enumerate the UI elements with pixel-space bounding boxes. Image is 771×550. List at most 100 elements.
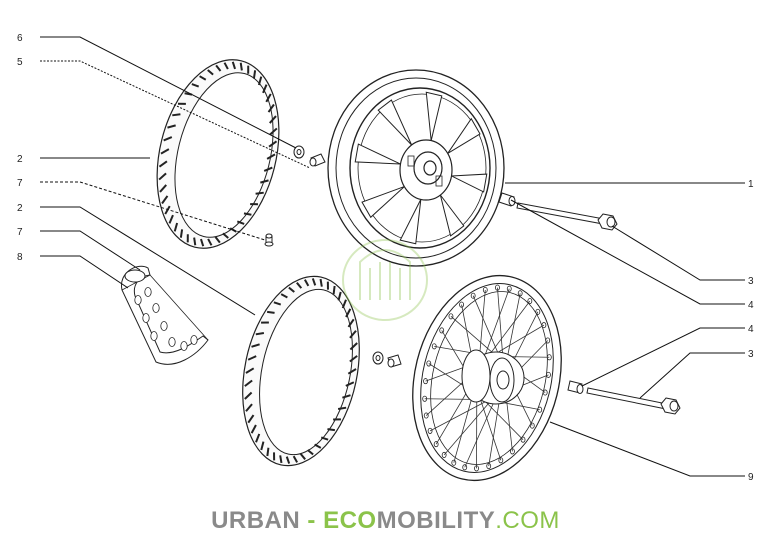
- tread-mark: [255, 331, 265, 336]
- band-hole: [190, 335, 198, 345]
- upper-tire: [156, 59, 280, 249]
- tread-mark: [265, 93, 272, 103]
- tread-mark: [164, 205, 171, 215]
- tread-mark: [268, 140, 278, 148]
- tread-mark: [320, 436, 329, 441]
- tread-mark: [257, 76, 263, 86]
- band-hole: [134, 295, 142, 305]
- tread-mark: [341, 299, 347, 309]
- band-hole: [144, 287, 152, 297]
- tread-mark: [349, 330, 357, 339]
- tread-mark: [215, 64, 222, 72]
- tread-mark: [223, 62, 229, 70]
- tread-mark: [163, 136, 173, 142]
- tread-mark: [179, 229, 184, 238]
- tread-mark: [158, 160, 168, 168]
- watermark-mobility: MOBILITY: [376, 507, 496, 534]
- wire-spoke: [429, 401, 486, 432]
- tread-mark: [255, 433, 261, 443]
- tread-mark: [292, 455, 299, 463]
- tread-mark: [245, 367, 255, 374]
- tread-mark: [345, 381, 355, 387]
- lower-axle-part-3: [586, 387, 681, 415]
- cast-spoke: [399, 199, 422, 245]
- lower-spacer: [387, 354, 402, 368]
- tread-mark: [285, 456, 291, 464]
- tread-mark: [250, 424, 257, 434]
- watermark-dash: -: [307, 507, 316, 534]
- callout-8: 8: [17, 252, 23, 263]
- spacer-part-5: [309, 153, 326, 167]
- tread-mark: [337, 406, 347, 411]
- tread-mark: [263, 166, 273, 172]
- tread-mark: [260, 179, 269, 184]
- tread-mark: [314, 443, 322, 449]
- tread-mark: [247, 414, 255, 424]
- tread-mark: [273, 301, 282, 306]
- tread-mark: [269, 115, 277, 124]
- tread-mark: [327, 428, 336, 432]
- cast-spoke: [377, 99, 413, 146]
- callout-2-upper: 2: [17, 154, 23, 165]
- tread-mark: [160, 148, 170, 155]
- tread-mark: [332, 285, 336, 295]
- watermark-eco: ECO: [323, 507, 377, 534]
- cast-spoke: [354, 143, 401, 165]
- tread-mark: [214, 236, 221, 244]
- tread-mark: [207, 69, 214, 76]
- tread-mark: [255, 191, 264, 195]
- tread-mark: [279, 455, 283, 464]
- tread-mark: [288, 286, 295, 293]
- tread-mark: [337, 291, 342, 301]
- cast-spoke: [361, 186, 405, 219]
- watermark-urban: URBAN: [211, 507, 301, 534]
- tread-mark: [319, 278, 323, 287]
- callout-7-upper: 7: [17, 178, 23, 189]
- callouts-right: 1 3 4 4 3 9: [748, 179, 754, 483]
- watermark-com: .COM: [495, 507, 560, 534]
- tread-mark: [266, 310, 275, 314]
- tread-mark: [231, 61, 236, 70]
- band-hole: [150, 331, 158, 341]
- tread-mark: [239, 62, 243, 71]
- tread-mark: [200, 238, 205, 247]
- tread-mark: [269, 127, 278, 136]
- wire-spoke: [482, 288, 510, 362]
- callout-3-lower: 3: [748, 349, 754, 360]
- tread-mark: [347, 368, 357, 375]
- tread-mark: [307, 449, 314, 456]
- rim-band-part-8: [121, 265, 209, 365]
- tread-mark: [345, 308, 352, 318]
- nut-part-6: [293, 145, 305, 159]
- tread-mark: [252, 70, 257, 79]
- tread-mark: [245, 403, 253, 412]
- lower-tire: [242, 275, 360, 467]
- tread-mark: [342, 394, 351, 399]
- band-hole: [180, 341, 188, 351]
- tread-mark: [266, 447, 270, 457]
- tread-mark: [347, 318, 355, 328]
- tread-mark: [207, 238, 213, 246]
- cast-spoke: [449, 173, 488, 193]
- callouts-left: 6 5 2 7 2 7 8: [17, 33, 23, 263]
- upper-spacer-part-4: [498, 192, 516, 207]
- callout-4-lower: 4: [748, 324, 754, 335]
- cast-spoke: [425, 91, 443, 141]
- tread-mark: [191, 83, 200, 88]
- upper-axle-part-3: [516, 202, 618, 231]
- cast-wheel: [327, 69, 505, 267]
- tread-mark: [280, 293, 288, 299]
- band-hole: [160, 321, 168, 331]
- valve-part-7: [264, 233, 274, 247]
- tread-mark: [311, 278, 317, 286]
- tread-mark: [172, 113, 181, 117]
- tread-mark: [199, 75, 207, 81]
- tread-mark: [303, 279, 310, 287]
- wire-spoke: [494, 324, 545, 355]
- callout-4-upper: 4: [748, 300, 754, 311]
- tread-mark: [247, 355, 257, 361]
- spoked-wheel: [412, 274, 562, 482]
- cast-spoke: [439, 194, 465, 237]
- watermark-emblem: [342, 239, 428, 321]
